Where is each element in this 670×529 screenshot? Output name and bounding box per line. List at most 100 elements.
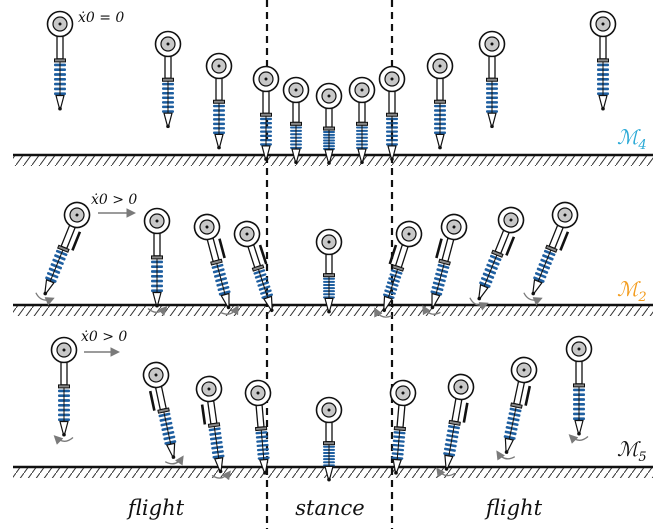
hopper-robot	[195, 375, 231, 481]
rotation-arrow	[523, 292, 543, 306]
hub-center-dot	[407, 232, 411, 236]
spring-collar	[545, 244, 558, 253]
hopper-robot	[205, 52, 233, 150]
foot-tip	[438, 145, 442, 150]
spring-collar	[597, 58, 609, 63]
leg-tube	[494, 229, 510, 255]
foot	[598, 94, 608, 109]
hub-center-dot	[601, 22, 605, 26]
foot	[59, 420, 69, 435]
foot-tip	[155, 303, 159, 308]
hub-center-dot	[154, 373, 158, 377]
spring-rod	[387, 269, 398, 298]
leg-tube	[325, 421, 333, 443]
rotation-arrow	[147, 306, 168, 316]
hub-center-dot	[390, 77, 394, 81]
hub-center-dot	[256, 391, 260, 395]
rotation-arrow	[469, 297, 489, 311]
actuator-bar	[388, 244, 398, 265]
spring-rod	[216, 263, 226, 295]
ground-panel-1	[13, 153, 653, 166]
spring-collar	[486, 77, 498, 82]
leg-tube	[154, 385, 167, 411]
hub-center-dot	[327, 240, 331, 244]
velocity-label: ẋ0 > 0	[81, 329, 127, 345]
foot	[487, 112, 497, 126]
foot	[163, 112, 173, 126]
spring-rod	[260, 430, 265, 460]
actuator-bar	[462, 402, 469, 423]
hub-center-dot	[577, 347, 581, 351]
hub-center-dot	[401, 391, 405, 395]
hub-center-dot	[327, 408, 331, 412]
model-subscript: 2	[637, 290, 646, 305]
leg-tube	[153, 232, 161, 257]
hopper-robot	[315, 228, 343, 314]
hub-center-dot	[490, 42, 494, 46]
foot-tip	[504, 450, 509, 454]
hub-center-dot	[294, 88, 298, 92]
rotation-arrow	[496, 450, 516, 461]
foot-tip	[171, 455, 176, 459]
hub-center-dot	[75, 213, 79, 217]
spring-rod	[258, 269, 269, 298]
model-subscript: 5	[638, 450, 646, 465]
rotation-arrow	[211, 470, 231, 481]
rotation-arrow	[35, 292, 55, 306]
hopper-robot	[469, 206, 525, 311]
actuator-bar	[148, 390, 156, 411]
foot-tip	[218, 469, 223, 474]
hub-center-dot	[459, 385, 463, 389]
spring-collar	[254, 426, 268, 432]
foot-tip	[490, 124, 494, 129]
actuator-bar	[505, 236, 516, 256]
foot-tip	[394, 471, 398, 475]
foot-tip	[327, 161, 331, 165]
leg-tube	[436, 77, 444, 101]
foot	[478, 283, 489, 299]
actuator-bar	[524, 385, 532, 406]
spring-rod	[537, 249, 552, 282]
svg-text:M2ℳ2: M2ℳ2	[617, 277, 647, 305]
hub-center-dot	[207, 387, 211, 391]
spring-collar	[213, 99, 225, 104]
spring-rod	[435, 263, 445, 295]
foot-tip	[327, 477, 331, 482]
hopper-robot	[496, 356, 538, 461]
leg-tube	[215, 77, 223, 101]
hopper-robot	[35, 201, 91, 306]
leg-tube	[513, 380, 526, 406]
leg-tube	[247, 244, 262, 269]
ground-panel-2	[13, 303, 653, 316]
foot-tip	[226, 305, 231, 310]
actuator-bar	[435, 238, 443, 259]
leg-tube	[388, 90, 396, 114]
foot	[152, 291, 162, 306]
leg-tube	[164, 55, 172, 79]
spring-rod	[49, 249, 64, 282]
foot	[574, 419, 584, 434]
foot-tip	[430, 305, 435, 310]
hub-center-dot	[360, 88, 364, 92]
actuator-bar	[258, 244, 268, 265]
spring-collar	[58, 384, 70, 389]
spring-collar	[290, 121, 302, 126]
hopper-robot	[565, 335, 593, 444]
foot-tip	[263, 471, 267, 475]
model-label-m4: M4ℳ4	[617, 125, 647, 153]
hub-center-dot	[452, 225, 456, 229]
foot-tip	[327, 309, 331, 314]
actuator-bar	[218, 238, 226, 259]
hopper-robot	[233, 220, 274, 313]
svg-text:M5ℳ5: M5ℳ5	[617, 437, 647, 465]
hub-center-dot	[155, 219, 159, 223]
rotation-arrow	[422, 305, 441, 316]
leg-tube	[56, 35, 64, 60]
hopper-robot	[282, 76, 310, 165]
model-label-m2: M2ℳ2	[617, 277, 647, 305]
phase-label-flight-left: flight	[126, 496, 185, 520]
foot-tip	[264, 157, 268, 161]
hub-center-dot	[62, 348, 66, 352]
leg-tube	[207, 400, 218, 425]
